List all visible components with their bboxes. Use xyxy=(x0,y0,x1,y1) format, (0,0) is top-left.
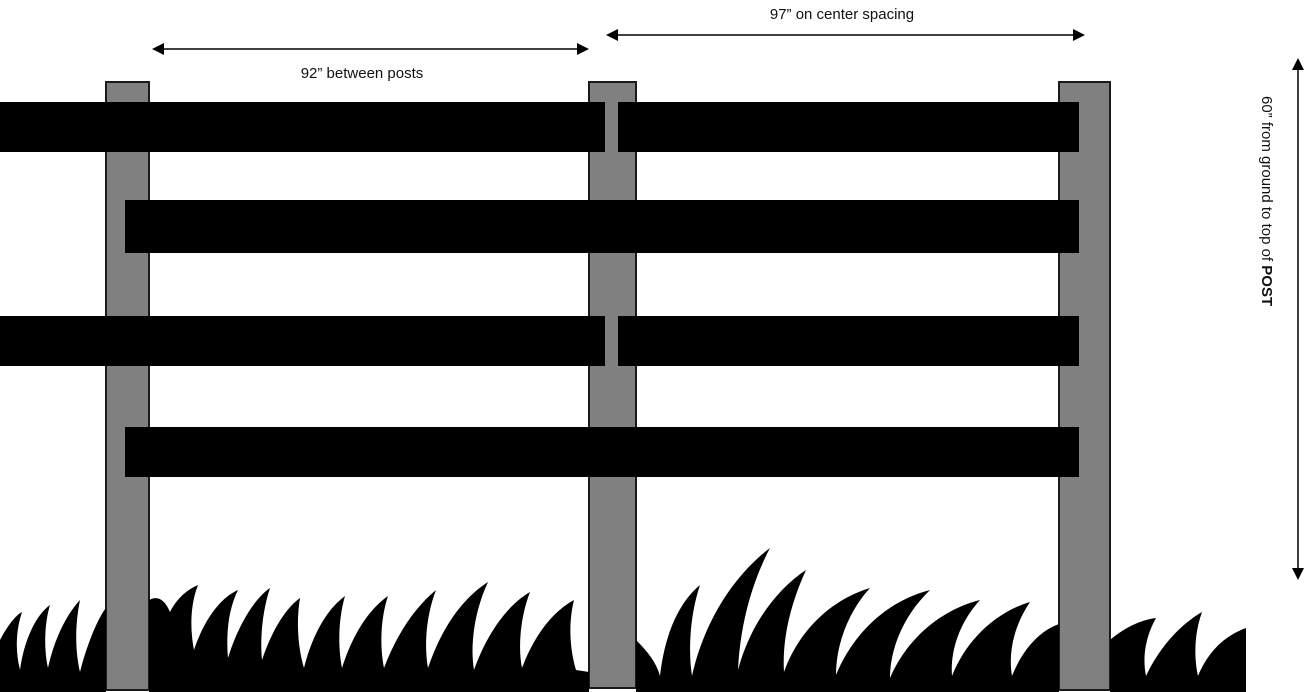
rail-third-left-segment xyxy=(0,316,605,366)
height-label-text: 60” from ground to top of xyxy=(1258,96,1275,265)
rail-bottom xyxy=(125,427,1079,477)
height-label: 60” from ground to top of POST xyxy=(1258,96,1275,306)
rail-second xyxy=(125,200,1079,253)
rail-third-right-segment xyxy=(618,316,1079,366)
dimension-arrows xyxy=(152,29,1304,580)
height-label-emphasis: POST xyxy=(1258,265,1275,306)
on-center-label: 97” on center spacing xyxy=(770,6,914,23)
fence-post-right xyxy=(1058,81,1111,691)
grass xyxy=(0,548,1246,692)
fence-post-middle xyxy=(588,81,637,689)
posts xyxy=(105,81,1111,691)
fence-post-left xyxy=(105,81,150,691)
between-posts-label: 92” between posts xyxy=(301,65,424,82)
rail-top-left-segment xyxy=(0,102,605,152)
rail-top-right-segment xyxy=(618,102,1079,152)
rails xyxy=(0,102,1079,477)
